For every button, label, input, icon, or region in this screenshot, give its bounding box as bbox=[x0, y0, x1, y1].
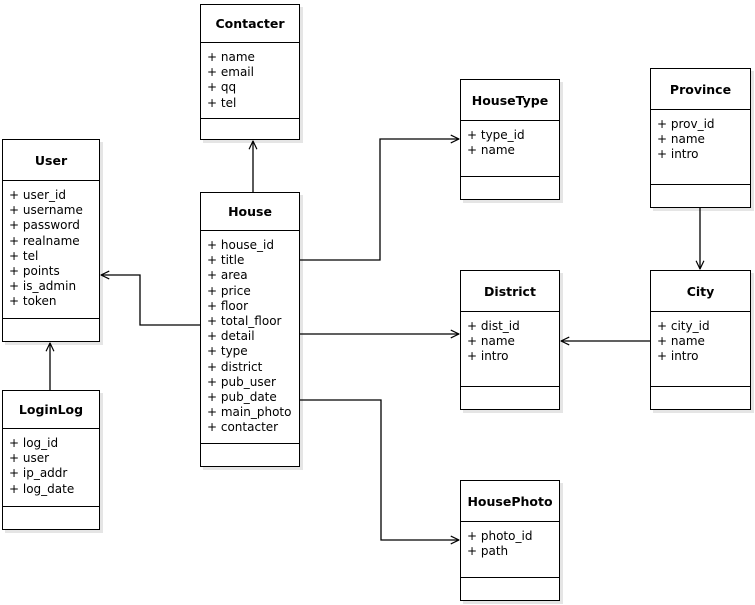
attribute-row: + pub_user bbox=[207, 374, 276, 389]
attribute-row: + price bbox=[207, 283, 251, 298]
class-operations-province bbox=[651, 185, 750, 207]
attribute-row: + intro bbox=[657, 147, 699, 162]
class-operations-user bbox=[3, 319, 99, 341]
class-name-housetype: HouseType bbox=[461, 80, 559, 121]
attribute-row: + password bbox=[9, 218, 80, 233]
relationship-house-to-housetype[interactable] bbox=[300, 139, 459, 261]
class-name-city: City bbox=[651, 271, 750, 312]
class-box-city[interactable]: City+ city_id+ name+ intro bbox=[650, 270, 751, 410]
class-operations-housephoto bbox=[461, 578, 559, 600]
class-operations-city bbox=[651, 387, 750, 409]
class-operations-district bbox=[461, 387, 559, 409]
class-box-housetype[interactable]: HouseType+ type_id+ name bbox=[460, 79, 560, 200]
class-name-loginlog: LoginLog bbox=[3, 391, 99, 429]
class-attributes-city: + city_id+ name+ intro bbox=[651, 312, 750, 387]
class-name-province: Province bbox=[651, 69, 750, 110]
class-box-housephoto[interactable]: HousePhoto+ photo_id+ path bbox=[460, 480, 560, 601]
class-name-user: User bbox=[3, 140, 99, 181]
relationship-house-to-housephoto[interactable] bbox=[300, 399, 459, 540]
attribute-row: + ip_addr bbox=[9, 466, 68, 481]
class-operations-loginlog bbox=[3, 507, 99, 529]
attribute-row: + points bbox=[9, 264, 60, 279]
attribute-row: + tel bbox=[207, 95, 237, 110]
class-box-loginlog[interactable]: LoginLog+ log_id+ user+ ip_addr+ log_dat… bbox=[2, 390, 100, 530]
attribute-row: + token bbox=[9, 294, 57, 309]
attribute-row: + floor bbox=[207, 298, 249, 313]
attribute-row: + tel bbox=[9, 248, 39, 263]
class-operations-contacter bbox=[201, 119, 299, 141]
attribute-row: + user bbox=[9, 451, 50, 466]
attribute-row: + log_date bbox=[9, 481, 75, 496]
attribute-row: + photo_id bbox=[467, 529, 533, 543]
attribute-row: + city_id bbox=[657, 319, 710, 333]
class-box-user[interactable]: User+ user_id+ username+ password+ realn… bbox=[2, 139, 100, 342]
attribute-row: + name bbox=[657, 132, 705, 147]
attribute-row: + qq bbox=[207, 80, 237, 95]
attribute-row: + district bbox=[207, 359, 263, 374]
attribute-row: + dist_id bbox=[467, 319, 520, 333]
attribute-row: + realname bbox=[9, 233, 80, 248]
class-operations-house bbox=[201, 444, 299, 466]
class-attributes-house: + house_id+ title+ area+ price+ floor+ t… bbox=[201, 231, 299, 444]
class-attributes-district: + dist_id+ name+ intro bbox=[461, 312, 559, 387]
relationship-edges bbox=[50, 139, 700, 540]
attribute-row: + path bbox=[467, 544, 509, 559]
attribute-row: + pub_date bbox=[207, 390, 277, 405]
attribute-row: + email bbox=[207, 65, 254, 80]
attribute-row: + name bbox=[207, 50, 255, 64]
attribute-row: + username bbox=[9, 203, 83, 218]
class-box-contacter[interactable]: Contacter+ name+ email+ qq+ tel bbox=[200, 4, 300, 140]
attribute-row: + name bbox=[657, 334, 705, 349]
relationship-house-to-user[interactable] bbox=[101, 275, 200, 326]
class-attributes-user: + user_id+ username+ password+ realname+… bbox=[3, 181, 99, 319]
class-attributes-loginlog: + log_id+ user+ ip_addr+ log_date bbox=[3, 429, 99, 507]
class-name-contacter: Contacter bbox=[201, 5, 299, 43]
attribute-row: + type_id bbox=[467, 128, 525, 142]
attribute-row: + is_admin bbox=[9, 279, 77, 294]
attribute-row: + name bbox=[467, 334, 515, 349]
attribute-row: + contacter bbox=[207, 420, 279, 435]
class-attributes-province: + prov_id+ name+ intro bbox=[651, 110, 750, 185]
attribute-row: + title bbox=[207, 253, 245, 268]
attribute-row: + main_photo bbox=[207, 405, 292, 420]
attribute-row: + name bbox=[467, 143, 515, 158]
attribute-row: + house_id bbox=[207, 238, 275, 252]
attribute-row: + detail bbox=[207, 329, 255, 344]
attribute-row: + intro bbox=[467, 349, 509, 364]
attribute-row: + area bbox=[207, 268, 248, 283]
class-name-district: District bbox=[461, 271, 559, 312]
class-name-housephoto: HousePhoto bbox=[461, 481, 559, 522]
attribute-row: + type bbox=[207, 344, 248, 359]
class-attributes-contacter: + name+ email+ qq+ tel bbox=[201, 43, 299, 119]
class-attributes-housephoto: + photo_id+ path bbox=[461, 522, 559, 578]
attribute-row: + log_id bbox=[9, 436, 59, 450]
class-operations-housetype bbox=[461, 177, 559, 199]
class-box-house[interactable]: House+ house_id+ title+ area+ price+ flo… bbox=[200, 192, 300, 467]
attribute-row: + prov_id bbox=[657, 117, 715, 131]
class-box-province[interactable]: Province+ prov_id+ name+ intro bbox=[650, 68, 751, 208]
attribute-row: + intro bbox=[657, 349, 699, 364]
class-attributes-housetype: + type_id+ name bbox=[461, 121, 559, 177]
attribute-row: + total_floor bbox=[207, 314, 282, 329]
class-box-district[interactable]: District+ dist_id+ name+ intro bbox=[460, 270, 560, 410]
class-name-house: House bbox=[201, 193, 299, 231]
attribute-row: + user_id bbox=[9, 188, 66, 202]
